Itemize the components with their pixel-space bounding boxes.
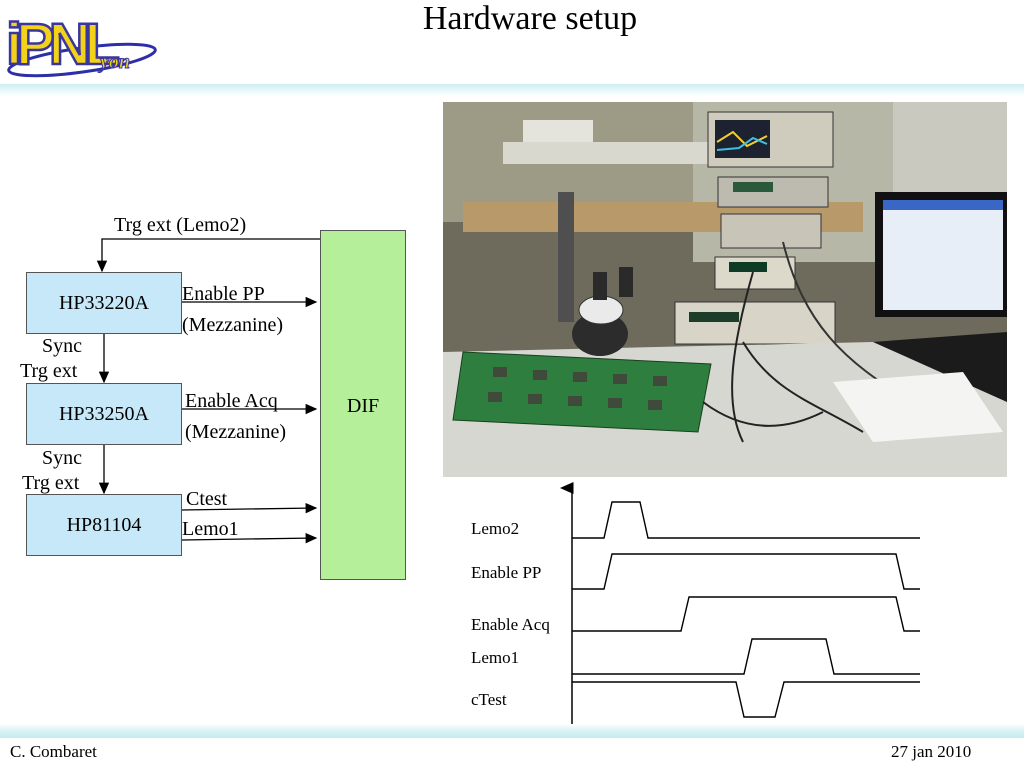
ctest-wire — [181, 502, 318, 514]
enable-pp-label: Enable PP — [182, 283, 265, 305]
page-title: Hardware setup — [422, 0, 638, 37]
timing-label-enable-acq: Enable Acq — [471, 615, 550, 634]
mezzanine-label-2: (Mezzanine) — [185, 421, 287, 443]
trg-ext-lemo2-label: Trg ext (Lemo2) — [114, 214, 247, 236]
timing-label-lemo1: Lemo1 — [471, 648, 520, 667]
dif-block: DIF — [320, 230, 406, 580]
enable-pp-waveform — [572, 553, 920, 590]
block-diagram-wires — [96, 238, 320, 544]
footer-date: 27 jan 2010 — [891, 742, 972, 761]
svg-text:yon: yon — [98, 51, 130, 73]
hp33250a-block: HP33250A — [26, 383, 182, 445]
sync-label-2: Sync — [42, 447, 82, 469]
hp81104-block: HP81104 — [26, 494, 182, 556]
timing-label-lemo2: Lemo2 — [471, 519, 520, 538]
hp33220a-block: HP33220A — [26, 272, 182, 334]
svg-text:iPNL: iPNL — [6, 12, 119, 77]
footer-author: C. Combaret — [10, 742, 97, 761]
mezzanine-label-1: (Mezzanine) — [182, 314, 284, 336]
ctest-waveform — [572, 681, 920, 718]
timing-diagram — [560, 482, 920, 724]
lemo1-label: Lemo1 — [182, 518, 239, 540]
timing-label-ctest: cTest — [471, 690, 507, 709]
timing-label-enable-pp: Enable PP — [471, 563, 542, 582]
enable-acq-waveform — [572, 596, 920, 632]
header-divider — [0, 84, 1024, 96]
lemo2-waveform — [572, 501, 920, 539]
trg-ext-lemo2-wire — [96, 238, 320, 273]
ipnl-logo: iPNL yon — [4, 2, 164, 91]
enable-acq-label: Enable Acq — [185, 390, 278, 412]
footer-divider — [0, 724, 1024, 738]
ctest-label: Ctest — [186, 488, 228, 510]
trg-ext-label-2: Trg ext — [22, 472, 80, 494]
trg-ext-label-1: Trg ext — [20, 360, 78, 382]
sync-label-1: Sync — [42, 335, 82, 357]
lemo1-wire — [181, 532, 318, 544]
lemo1-waveform — [572, 638, 920, 675]
lab-bench-photo — [443, 102, 1007, 477]
